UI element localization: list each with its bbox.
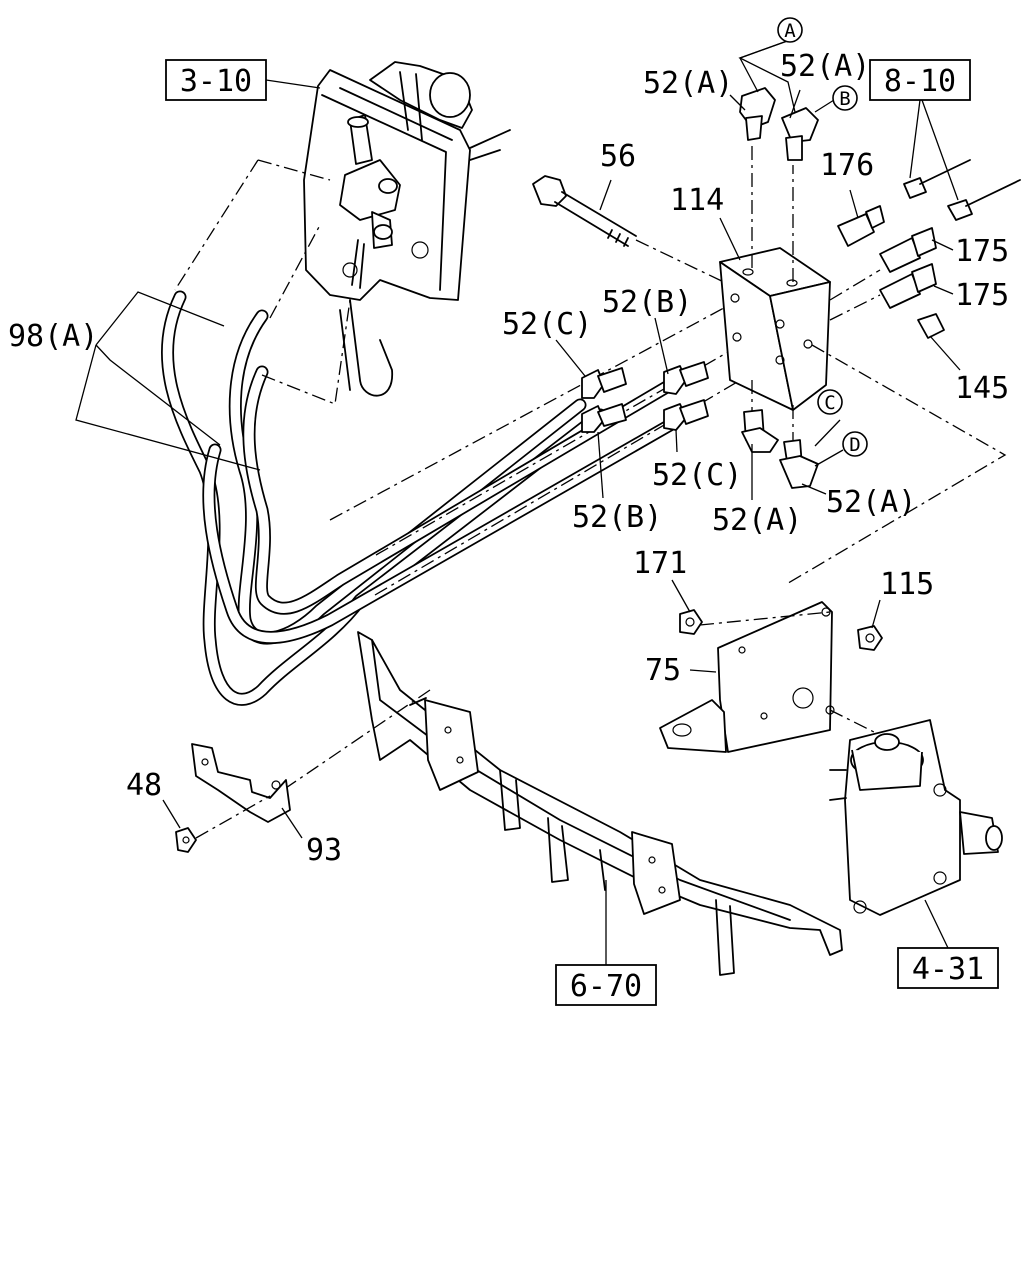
- label-75[interactable]: 75: [645, 653, 681, 688]
- label-171[interactable]: 171: [633, 546, 687, 581]
- ref-4-31-label: 4-31: [912, 952, 984, 987]
- ref-box-3-10[interactable]: 3-10: [165, 59, 267, 101]
- callout-a-label: A: [784, 20, 796, 42]
- bracket-75: [659, 601, 881, 753]
- nut-115: [857, 625, 883, 651]
- dash-leaders-to-pedal: [174, 159, 351, 405]
- ref-box-8-10[interactable]: 8-10: [869, 59, 971, 101]
- ref-3-10-label: 3-10: [180, 64, 252, 99]
- label-115[interactable]: 115: [880, 567, 934, 602]
- callout-d-label: D: [849, 434, 860, 456]
- plug-145: [917, 313, 945, 339]
- callout-a[interactable]: A: [777, 17, 803, 43]
- label-52b-lower[interactable]: 52(B): [572, 500, 662, 535]
- callout-b-label: B: [839, 88, 850, 110]
- label-175-lower[interactable]: 175: [955, 278, 1009, 313]
- label-176[interactable]: 176: [820, 148, 874, 183]
- label-114[interactable]: 114: [670, 183, 724, 218]
- bolt-56: [532, 175, 731, 286]
- label-52b-upper[interactable]: 52(B): [602, 285, 692, 320]
- leader-lines: [75, 39, 961, 965]
- cross-member-6-70: [279, 631, 843, 976]
- nut-48: [175, 795, 271, 853]
- switch-176: [837, 205, 885, 247]
- ref-8-10-label: 8-10: [884, 64, 956, 99]
- label-52a-right[interactable]: 52(A): [780, 49, 870, 84]
- callout-c-label: C: [824, 392, 835, 414]
- label-52c-lower[interactable]: 52(C): [652, 458, 742, 493]
- switch-175-lower: [879, 263, 937, 309]
- label-52c-upper[interactable]: 52(C): [502, 307, 592, 342]
- fitting-52c-lower: [663, 399, 709, 431]
- fitting-52c-upper: [581, 367, 627, 399]
- fitting-52b-upper: [663, 361, 709, 395]
- switch-175-upper: [879, 227, 937, 273]
- pump-4-31: [829, 719, 1003, 916]
- label-52a-left[interactable]: 52(A): [643, 66, 733, 101]
- label-52a-lower-right[interactable]: 52(A): [826, 485, 916, 520]
- callout-b[interactable]: B: [832, 85, 858, 111]
- label-48[interactable]: 48: [126, 768, 162, 803]
- callout-d[interactable]: D: [842, 431, 868, 457]
- label-98a[interactable]: 98(A): [8, 319, 98, 354]
- bracket-93: [191, 743, 291, 823]
- ref-box-4-31[interactable]: 4-31: [897, 947, 999, 989]
- fitting-52a-lower-right: [779, 439, 819, 489]
- pedal-bracket-assembly: [303, 61, 511, 397]
- ref-box-6-70[interactable]: 6-70: [555, 964, 657, 1006]
- label-52a-lower-left[interactable]: 52(A): [712, 503, 802, 538]
- nut-171: [679, 609, 703, 635]
- fitting-52b-lower: [581, 403, 627, 433]
- fitting-52a-lower-left: [741, 409, 779, 453]
- brake-pipe-bundle-98a: [160, 290, 781, 706]
- label-56[interactable]: 56: [600, 139, 636, 174]
- callout-c[interactable]: C: [817, 389, 843, 415]
- junction-block-114: [719, 145, 1007, 586]
- connectors-8-10: [903, 159, 1021, 221]
- fitting-52a-top-left: [739, 87, 776, 141]
- part-labels: 52(A) 52(A) 56 114 176 175 175 98(A) 52(…: [8, 49, 1009, 868]
- label-93[interactable]: 93: [306, 833, 342, 868]
- label-145[interactable]: 145: [955, 371, 1009, 406]
- label-175-upper[interactable]: 175: [955, 234, 1009, 269]
- fitting-52a-top-right: [781, 107, 819, 161]
- ref-6-70-label: 6-70: [570, 969, 642, 1004]
